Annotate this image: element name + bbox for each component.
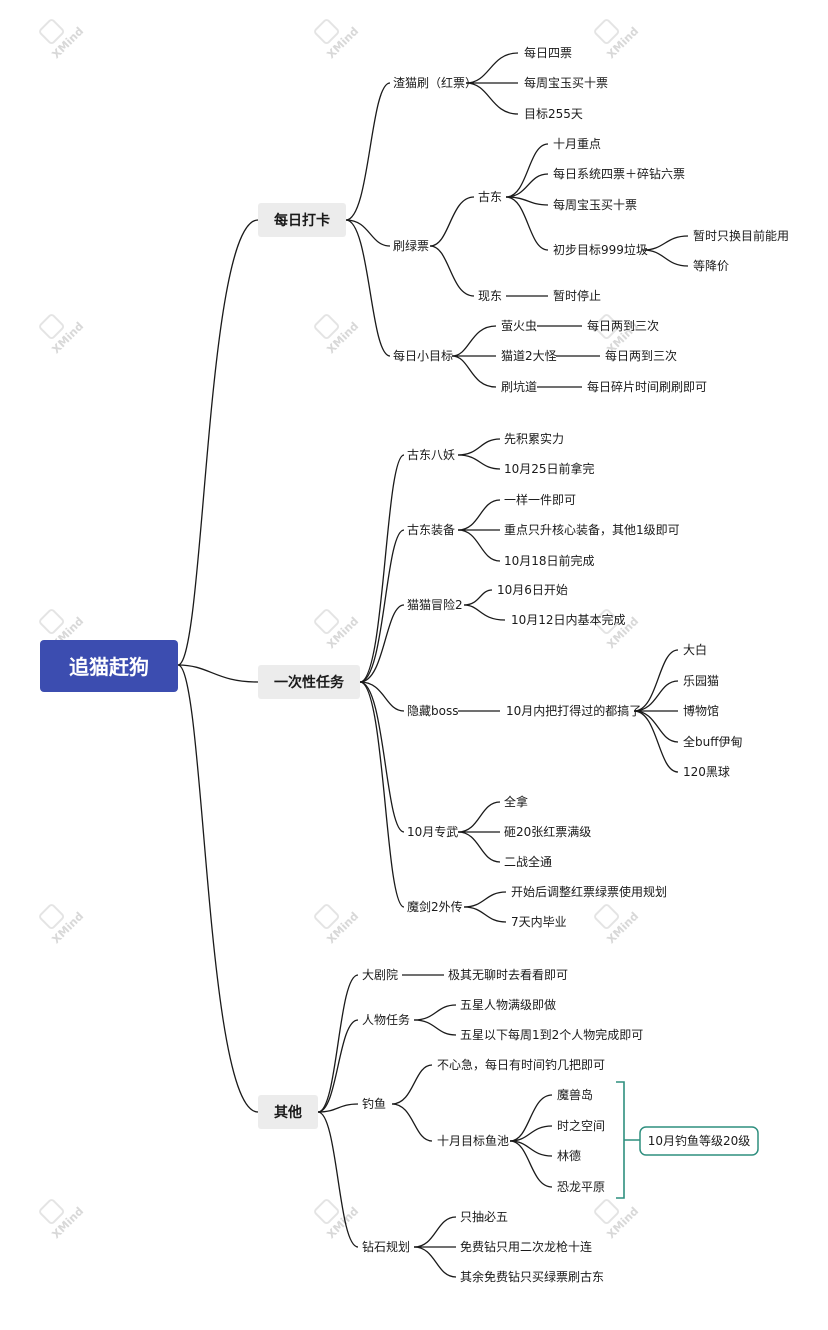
leaf-node[interactable]: 五星以下每周1到2个人物完成即可 <box>460 1027 643 1042</box>
section-other-label: 其他 <box>274 1104 302 1121</box>
xmind-watermark: XMind <box>594 904 641 947</box>
fishing-goal-label: 10月钓鱼等级20级 <box>648 1134 751 1148</box>
leaf-node[interactable]: 每日系统四票＋碎钻六票 <box>553 166 685 181</box>
connector-lines <box>177 52 689 1278</box>
section-daily-label: 每日打卡 <box>274 212 330 229</box>
leaf-node[interactable]: 暂时只换目前能用 <box>693 228 789 243</box>
leaf-node[interactable]: 林德 <box>557 1148 581 1163</box>
fishing-goal-summary[interactable]: 10月钓鱼等级20级 <box>639 1126 759 1156</box>
svg-text:XMind: XMind <box>324 615 361 652</box>
svg-text:XMind: XMind <box>49 320 86 357</box>
svg-text:XMind: XMind <box>49 910 86 947</box>
leaf-node[interactable]: 其余免费钻只买绿票刷古东 <box>460 1269 604 1284</box>
leaf-node[interactable]: 10月6日开始 <box>497 583 568 597</box>
leaf-node[interactable]: 魔兽岛 <box>557 1087 593 1102</box>
leaf-node[interactable]: 每日四票 <box>524 45 572 60</box>
xmind-watermark: XMind <box>314 314 361 357</box>
svg-text:XMind: XMind <box>604 25 641 62</box>
node-boss-plan[interactable]: 10月内把打得过的都搞了 <box>506 703 641 718</box>
leaf-node[interactable]: 每日两到三次 <box>587 318 659 333</box>
leaf-node[interactable]: 目标255天 <box>524 107 583 121</box>
leaf-node[interactable]: 乐园猫 <box>683 674 719 688</box>
svg-text:XMind: XMind <box>49 25 86 62</box>
svg-text:XMind: XMind <box>324 25 361 62</box>
root-node[interactable]: 追猫赶狗 <box>40 640 178 692</box>
leaf-node[interactable]: 先积累实力 <box>504 431 564 446</box>
leaf-node[interactable]: 博物馆 <box>683 703 719 718</box>
leaf-node[interactable]: 暂时停止 <box>553 288 601 303</box>
node-green-ticket[interactable]: 刷绿票 <box>393 238 429 253</box>
summary-bracket <box>616 1081 640 1199</box>
xmind-watermark: XMind <box>39 19 86 62</box>
section-other[interactable]: 其他 <box>258 1095 318 1129</box>
leaf-node[interactable]: 全buff伊甸 <box>683 734 743 749</box>
leaf-node[interactable]: 萤火虫 <box>501 319 537 333</box>
leaf-node[interactable]: 等降价 <box>693 259 729 273</box>
leaf-node[interactable]: 10月12日内基本完成 <box>511 612 626 627</box>
leaf-node[interactable]: 极其无聊时去看看即可 <box>448 968 568 982</box>
leaf-node[interactable]: 每周宝玉买十票 <box>524 75 608 90</box>
section-daily[interactable]: 每日打卡 <box>258 203 346 237</box>
node-hidden-boss[interactable]: 隐藏boss <box>407 704 458 718</box>
node-equip[interactable]: 古东装备 <box>407 522 455 537</box>
xmind-watermark: XMind <box>594 1199 641 1242</box>
svg-text:XMind: XMind <box>604 1205 641 1242</box>
svg-text:XMind: XMind <box>49 1205 86 1242</box>
node-fishing[interactable]: 钓鱼 <box>362 1097 386 1111</box>
xmind-watermark: XMind <box>314 904 361 947</box>
xmind-watermark: XMind <box>594 19 641 62</box>
leaf-node[interactable]: 不心急，每日有时间钓几把即可 <box>437 1057 605 1072</box>
node-xiandong[interactable]: 现东 <box>478 289 502 303</box>
node-daily-small-goal[interactable]: 每日小目标 <box>393 348 453 363</box>
xmind-watermark: XMind <box>314 1199 361 1241</box>
leaf-node[interactable]: 每日两到三次 <box>605 348 677 363</box>
leaf-node[interactable]: 刷坑道 <box>501 379 537 394</box>
xmind-watermark: XMind <box>39 314 86 357</box>
leaf-node[interactable]: 重点只升核心装备，其他1级即可 <box>504 523 680 537</box>
svg-text:XMind: XMind <box>324 320 361 357</box>
node-bayao[interactable]: 古东八妖 <box>407 447 455 462</box>
svg-text:XMind: XMind <box>324 910 361 947</box>
node-fish-pool[interactable]: 十月目标鱼池 <box>437 1134 509 1148</box>
leaf-node[interactable]: 时之空间 <box>557 1119 605 1133</box>
leaf-node[interactable]: 二战全通 <box>504 854 552 869</box>
xmind-watermark: XMind <box>314 609 361 652</box>
leaf-node[interactable]: 每日碎片时间刷刷即可 <box>587 379 707 394</box>
leaf-node[interactable]: 一样一件即可 <box>504 492 576 507</box>
xmind-watermark: XMind <box>39 1199 86 1242</box>
node-red-ticket[interactable]: 渣猫刷（红票） <box>393 75 477 90</box>
node-character-task[interactable]: 人物任务 <box>362 1012 410 1027</box>
node-sword[interactable]: 魔剑2外传 <box>407 899 463 914</box>
leaf-node[interactable]: 大白 <box>683 642 707 657</box>
node-theater[interactable]: 大剧院 <box>362 968 398 982</box>
node-adventure[interactable]: 猫猫冒险2 <box>407 597 463 612</box>
leaf-node[interactable]: 免费钻只用二次龙枪十连 <box>460 1239 592 1254</box>
xmind-watermark: XMind <box>314 19 361 62</box>
node-diamond-plan[interactable]: 钻石规划 <box>362 1239 410 1254</box>
leaf-node[interactable]: 猫道2大怪 <box>501 349 557 363</box>
leaf-node[interactable]: 每周宝玉买十票 <box>553 197 637 212</box>
node-junk-target[interactable]: 初步目标999垃圾 <box>553 242 648 257</box>
leaf-node[interactable]: 恐龙平原 <box>557 1180 605 1194</box>
leaf-node[interactable]: 10月18日前完成 <box>504 553 595 568</box>
leaf-node[interactable]: 7天内毕业 <box>511 915 567 929</box>
leaf-node[interactable]: 十月重点 <box>553 137 601 151</box>
node-gudong[interactable]: 古东 <box>478 189 502 204</box>
leaf-node[interactable]: 五星人物满级即做 <box>460 997 556 1012</box>
node-weapon[interactable]: 10月专武 <box>407 824 458 839</box>
svg-text:XMind: XMind <box>604 910 641 947</box>
leaf-node[interactable]: 开始后调整红票绿票使用规划 <box>511 884 667 899</box>
leaf-node[interactable]: 120黑球 <box>683 765 730 779</box>
leaf-node[interactable]: 砸20张红票满级 <box>504 824 591 839</box>
leaf-node[interactable]: 10月25日前拿完 <box>504 461 595 476</box>
xmind-watermark: XMind <box>39 904 86 947</box>
section-oneoff[interactable]: 一次性任务 <box>258 665 360 699</box>
root-label: 追猫赶狗 <box>69 655 149 679</box>
leaf-node[interactable]: 全拿 <box>504 794 528 809</box>
leaf-node[interactable]: 只抽必五 <box>460 1210 508 1224</box>
section-oneoff-label: 一次性任务 <box>274 674 345 691</box>
